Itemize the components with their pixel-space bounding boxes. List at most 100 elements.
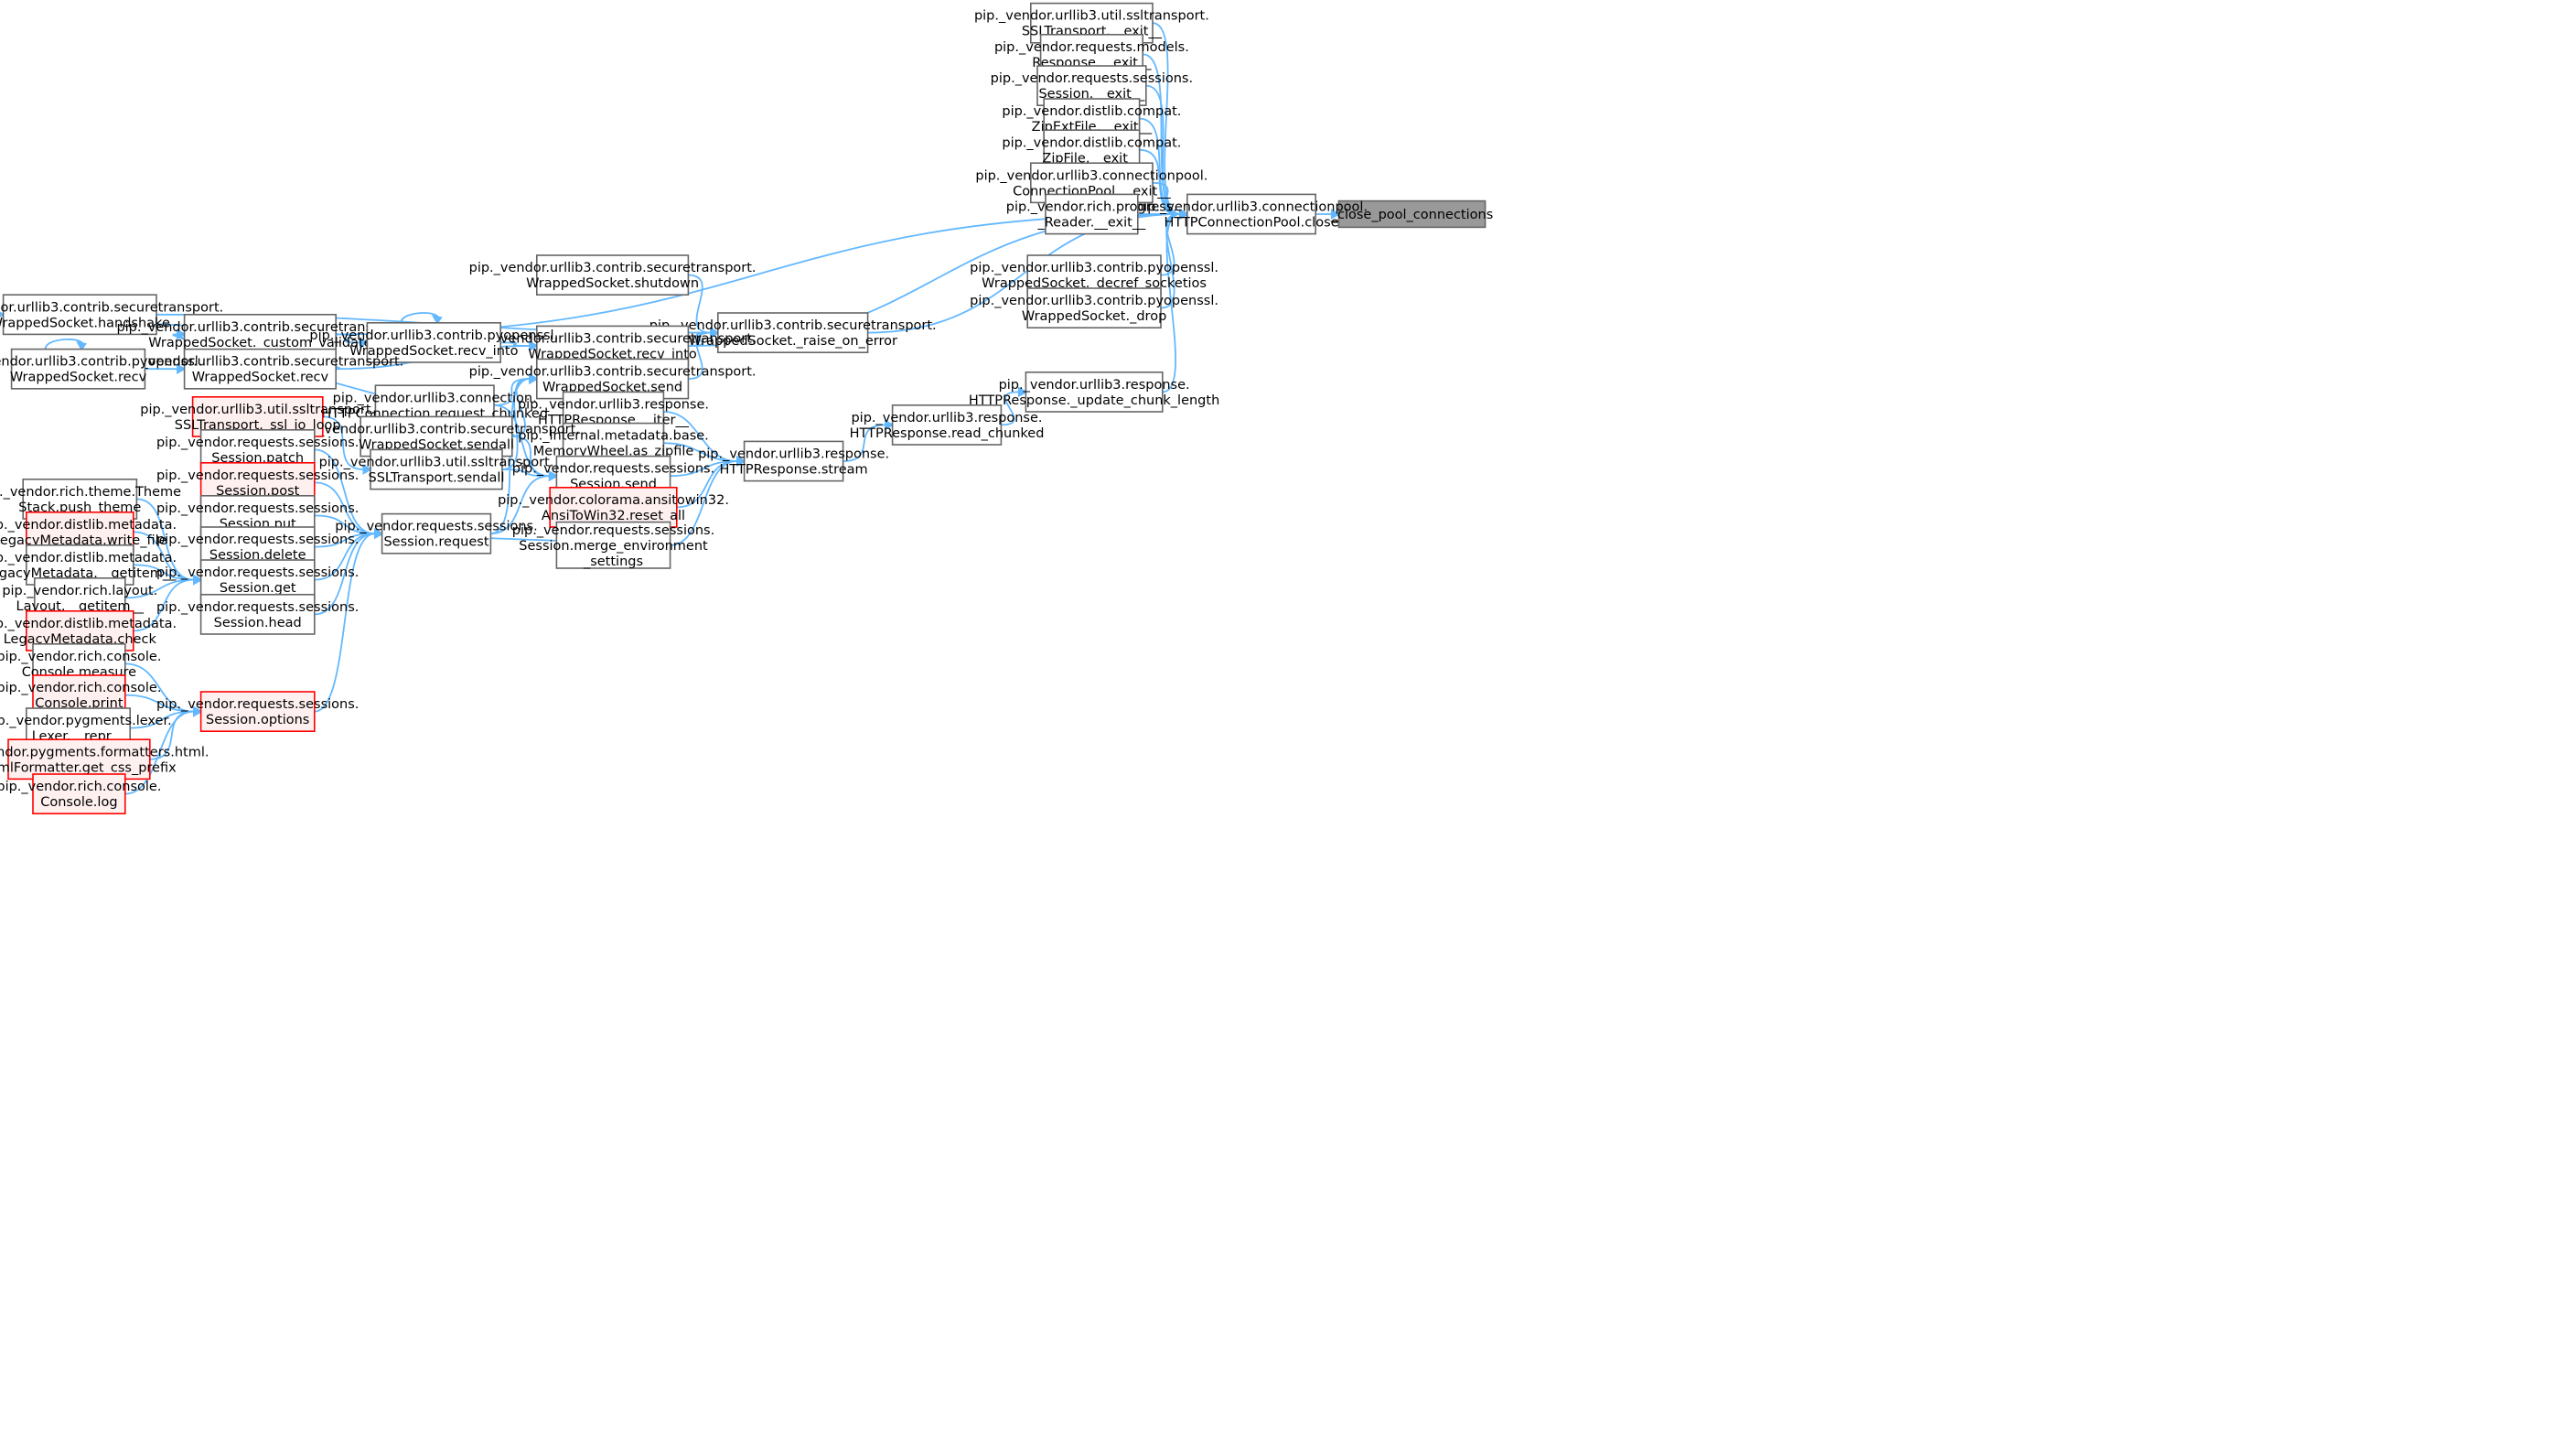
node-label-line: pip._vendor.requests.sessions. bbox=[156, 436, 359, 450]
edge-line bbox=[1139, 117, 1180, 215]
node-st-shutdown[interactable]: pip._vendor.urllib3.contrib.securetransp… bbox=[469, 254, 757, 296]
node-label-line: pip._vendor.rich.layout. bbox=[2, 584, 157, 598]
node-label-line: WrappedSocket.send bbox=[542, 381, 682, 395]
edge-line bbox=[314, 514, 375, 535]
node-label-line: pip._vendor.requests.sessions. bbox=[156, 501, 359, 516]
edge-arrowhead bbox=[362, 464, 373, 475]
node-reset-all[interactable]: pip._vendor.colorama.ansitowin32.AnsiToW… bbox=[498, 486, 729, 528]
node-label-line: Session.post bbox=[216, 484, 300, 499]
edge-line bbox=[1139, 148, 1180, 215]
node-st-recv[interactable]: pip._vendor.urllib3.contrib.securetransp… bbox=[116, 348, 403, 390]
node-close-pool[interactable]: _close_pool_connections bbox=[1330, 199, 1494, 229]
edge-line bbox=[1152, 22, 1180, 215]
edge-arrowhead bbox=[529, 340, 539, 351]
node-label-line: pip._vendor.urllib3.contrib.securetransp… bbox=[116, 355, 403, 370]
node-label-line: pip._vendor.urllib3.contrib.securetransp… bbox=[0, 300, 223, 315]
node-css-prefix[interactable]: pip._vendor.pygments.formatters.html.Htm… bbox=[0, 738, 209, 781]
edge-line bbox=[1145, 84, 1180, 215]
edge-line bbox=[490, 475, 550, 535]
node-hcp-close[interactable]: pip._vendor.urllib3.connectionpool.HTTPC… bbox=[1135, 193, 1368, 235]
node-update-chunk[interactable]: pip._vendor.urllib3.response.HTTPRespons… bbox=[969, 371, 1219, 413]
node-label-line: pip._vendor.urllib3.contrib.securetransp… bbox=[649, 318, 937, 333]
edge-line bbox=[1152, 181, 1180, 215]
edge-ssl_io_loop-to-ssl_sendall bbox=[322, 415, 373, 475]
node-label-line: pip._vendor.distlib.metadata. bbox=[0, 518, 177, 533]
edge-arrowhead bbox=[0, 311, 5, 318]
node-sess-options[interactable]: pip._vendor.requests.sessions.Session.op… bbox=[156, 691, 359, 733]
node-label-line: Session.head bbox=[214, 616, 302, 630]
node-label-line: pip._vendor.requests.sessions. bbox=[512, 462, 714, 477]
node-merge-env[interactable]: pip._vendor.requests.sessions.Session.me… bbox=[512, 521, 714, 569]
node-box bbox=[535, 254, 690, 296]
node-box bbox=[743, 440, 844, 482]
node-label-line: pip._vendor.distlib.metadata. bbox=[0, 617, 177, 631]
node-sess-head[interactable]: pip._vendor.requests.sessions.Session.he… bbox=[156, 593, 359, 635]
node-lm-check[interactable]: pip._vendor.distlib.metadata.LegacyMetad… bbox=[0, 609, 177, 651]
node-raise-on-error[interactable]: pip._vendor.urllib3.contrib.securetransp… bbox=[649, 312, 937, 354]
edge-py_recv-to-st_recv bbox=[145, 363, 187, 375]
node-box bbox=[10, 348, 146, 390]
node-drop[interactable]: pip._vendor.urllib3.contrib.pyopenssl.Wr… bbox=[970, 287, 1218, 329]
node-label-line: pip._vendor.pygments.formatters.html. bbox=[0, 745, 209, 759]
node-lm-getitem[interactable]: pip._vendor.distlib.metadata.LegacyMetad… bbox=[0, 544, 177, 586]
node-custom-validate[interactable]: pip._vendor.urllib3.contrib.securetransp… bbox=[116, 313, 403, 355]
edge-merge_env-to-stream bbox=[670, 456, 746, 546]
edge-line bbox=[133, 564, 194, 581]
node-label-line: pip._vendor.urllib3.contrib.pyopenssl. bbox=[309, 328, 558, 343]
node-label-line: Session.get bbox=[220, 581, 296, 596]
edge-line bbox=[493, 404, 550, 478]
node-label-line: pip._vendor.urllib3.util.ssltransport. bbox=[974, 9, 1209, 24]
node-layout-getitem[interactable]: pip._vendor.rich.layout.Layout.__getitem… bbox=[2, 576, 157, 619]
node-label-line: _settings bbox=[583, 554, 643, 569]
node-reader-exit[interactable]: pip._vendor.rich.progress._Reader.__exit… bbox=[1006, 193, 1177, 235]
node-label-line: Console.log bbox=[40, 795, 117, 810]
node-label-line: LegacyMetadata.check bbox=[4, 632, 157, 647]
node-box bbox=[716, 312, 869, 354]
node-label-line: pip._vendor.urllib3.contrib.securetransp… bbox=[293, 423, 580, 437]
node-ssl-sendall[interactable]: pip._vendor.urllib3.util.ssltransport.SS… bbox=[319, 448, 554, 490]
node-label-line: HtmlFormatter.get_css_prefix bbox=[0, 760, 177, 775]
node-label-line: Session.options bbox=[206, 713, 309, 727]
edge-line bbox=[336, 333, 360, 344]
node-st-handshake[interactable]: pip._vendor.urllib3.contrib.securetransp… bbox=[0, 294, 223, 336]
edge-line bbox=[133, 531, 194, 581]
node-sess-get[interactable]: pip._vendor.requests.sessions.Session.ge… bbox=[156, 559, 359, 601]
edges-layer bbox=[0, 22, 1341, 795]
node-label-line: WrappedSocket.handshake bbox=[0, 316, 170, 330]
edge-py_recv-to-py_recv bbox=[44, 338, 87, 351]
node-label-line: pip._vendor.requests.sessions. bbox=[156, 565, 359, 580]
edge-line bbox=[314, 448, 375, 535]
edge-line bbox=[688, 331, 711, 380]
edge-arrowhead bbox=[193, 705, 203, 717]
node-py-recv-into[interactable]: pip._vendor.urllib3.contrib.pyopenssl.Wr… bbox=[309, 321, 558, 363]
node-label-line: WrappedSocket.recv bbox=[192, 371, 329, 385]
node-label-line: pip._vendor.requests.sessions. bbox=[335, 520, 537, 534]
edge-console_log-to-sess_options bbox=[124, 705, 203, 795]
node-py-recv[interactable]: pip._vendor.urllib3.contrib.pyopenssl.Wr… bbox=[0, 348, 202, 390]
node-label-line: WrappedSocket._decref_socketios bbox=[982, 276, 1207, 291]
node-label-line: Session.patch bbox=[211, 451, 304, 466]
node-box bbox=[381, 512, 492, 554]
edge-line bbox=[124, 710, 194, 795]
node-stream[interactable]: pip._vendor.urllib3.response.HTTPRespons… bbox=[698, 440, 889, 482]
node-console-log[interactable]: pip._vendor.rich.console.Console.log bbox=[0, 773, 161, 815]
edge-hcp_close-to-close_pool bbox=[1315, 209, 1341, 220]
node-sess-request[interactable]: pip._vendor.requests.sessions.Session.re… bbox=[335, 512, 538, 554]
node-box bbox=[183, 313, 338, 355]
node-box bbox=[549, 486, 678, 528]
node-label-line: pip._vendor.rich.console. bbox=[0, 650, 161, 664]
node-label-line: _close_pool_connections bbox=[1330, 208, 1494, 222]
node-read-chunked[interactable]: pip._vendor.urllib3.response.HTTPRespons… bbox=[850, 404, 1045, 446]
node-label-line: WrappedSocket.recv bbox=[10, 371, 147, 385]
edge-sess_request-to-sess_send bbox=[490, 470, 559, 535]
node-box bbox=[1186, 193, 1317, 235]
node-label-line: pip._vendor.urllib3.util.ssltransport. bbox=[319, 456, 554, 470]
node-label-line: pip._vendor.rich.theme.Theme bbox=[0, 485, 181, 500]
edge-arrowhead bbox=[76, 340, 87, 351]
edge-line bbox=[670, 460, 737, 478]
node-label-line: pip._vendor.urllib3.connectionpool. bbox=[1135, 200, 1368, 215]
edge-line bbox=[314, 481, 375, 535]
node-label-line: Session.delete bbox=[209, 548, 306, 563]
node-box bbox=[1337, 199, 1487, 229]
